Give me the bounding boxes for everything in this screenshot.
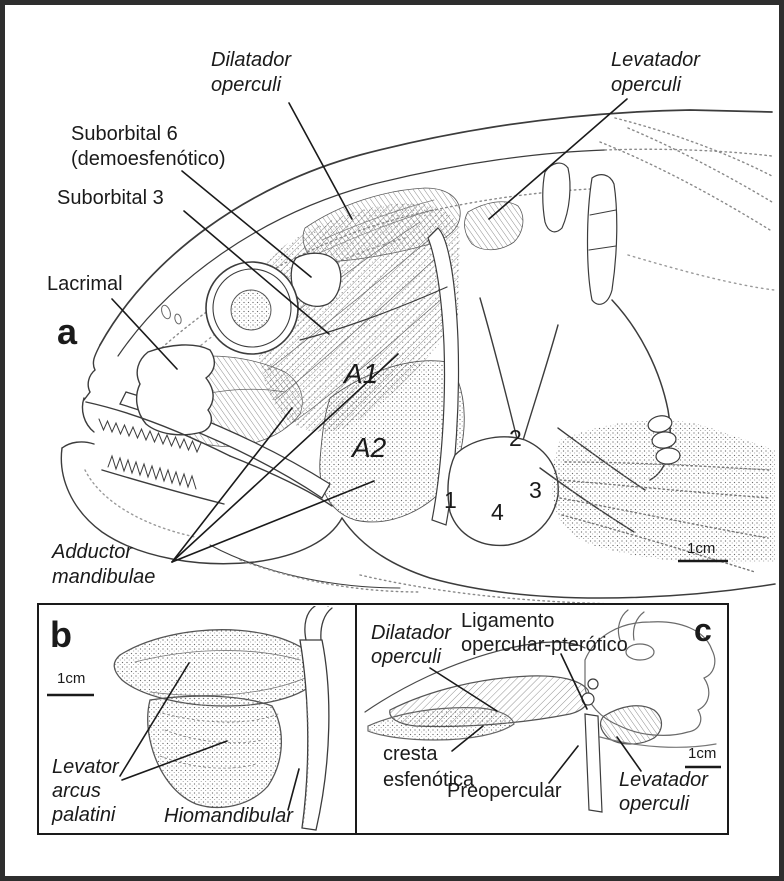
label-suborbital-6: Suborbital 6 (demoesfenótico): [71, 123, 226, 170]
label-levatador-operculi-c: Levatador operculi: [619, 769, 708, 815]
bone-number-3: 3: [529, 477, 542, 503]
scale-label-b: 1cm: [57, 670, 86, 687]
label-cresta-esfenotica: cresta esfenótica: [383, 743, 475, 791]
label-dilatador-operculi-c: Dilatador operculi: [371, 622, 452, 668]
bone-number-2: 2: [509, 425, 522, 451]
inset-panel-frames: [37, 603, 729, 835]
label-suborbital-3: Suborbital 3: [57, 187, 164, 209]
panel-b-leader-lines: [119, 662, 300, 811]
panel-c-leader-lines: [429, 653, 642, 784]
label-hiomandibular: Hiomandibular: [164, 805, 293, 827]
panel-a-leader-lines: [111, 98, 628, 563]
label-preopercular: Preopercular: [447, 780, 562, 802]
bone-number-4: 4: [491, 499, 504, 525]
panel-letter-c: c: [694, 612, 712, 648]
scale-label-c: 1cm: [688, 745, 717, 762]
label-adductor-mandibulae: Adductor mandibulae: [52, 541, 156, 588]
muscle-code-a1: A1: [344, 358, 379, 389]
panel-b-drawing: [113, 606, 333, 831]
bone-number-1: 1: [444, 487, 457, 513]
panel-letter-a: a: [57, 311, 78, 352]
scale-label-a: 1cm: [687, 540, 716, 557]
label-ligamento-opercular-pterotico: Ligamento opercular-pterótico: [461, 610, 628, 656]
muscle-code-a2: A2: [352, 432, 387, 463]
panel-letter-b: b: [50, 614, 72, 655]
panel-c-drawing: [364, 609, 717, 813]
panel-a-drawing: [60, 109, 776, 605]
label-dilatador-operculi-a: Dilatador operculi: [211, 49, 292, 96]
label-levator-arcus-palatini: Levator arcus palatini: [52, 756, 119, 826]
label-levatador-operculi-a: Levatador operculi: [611, 49, 700, 96]
label-lacrimal: Lacrimal: [47, 273, 123, 295]
